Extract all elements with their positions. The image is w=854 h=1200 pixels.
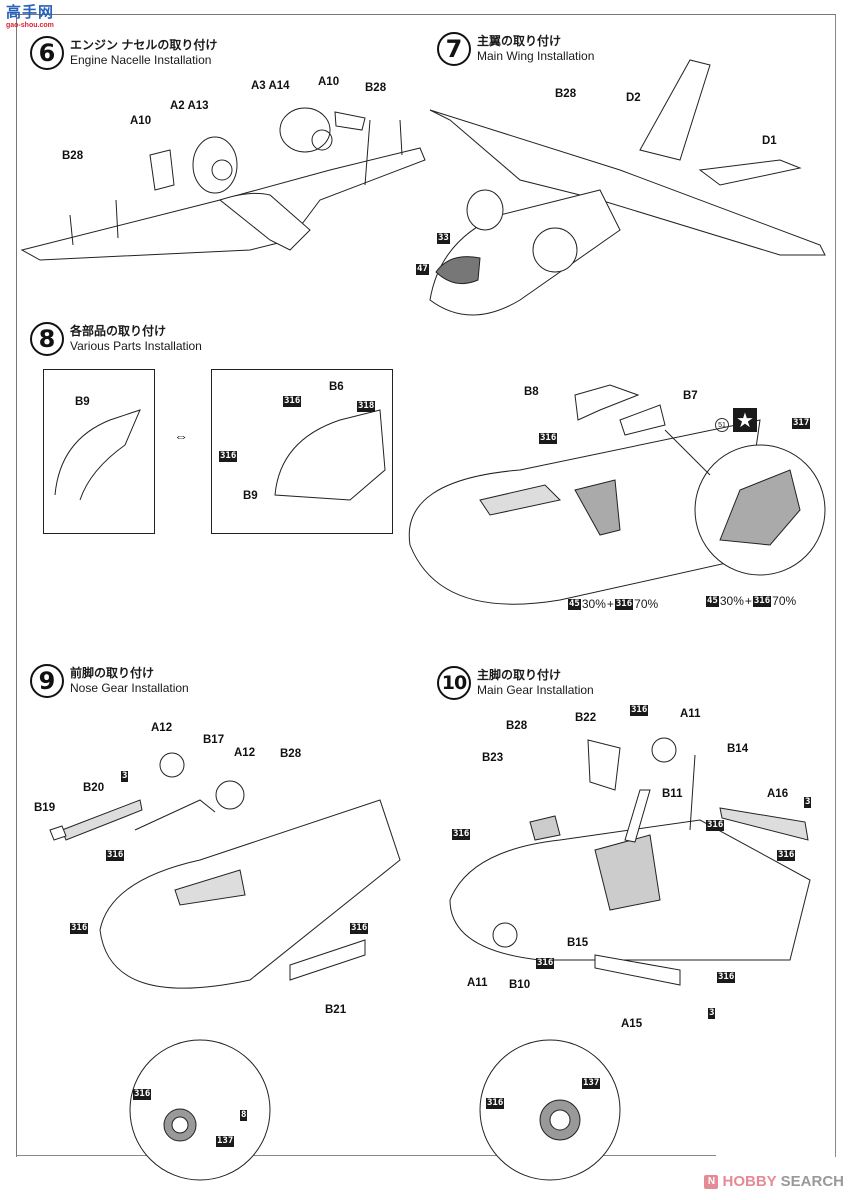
step-10-number: 10 [437, 666, 471, 700]
paint-code: 316 [283, 396, 302, 407]
part-label: A3 A14 [251, 80, 290, 92]
paint-code: 316 [777, 850, 796, 861]
step-8-number: 8 [30, 322, 64, 356]
step9-drawing [49, 752, 401, 1181]
step-9-header: 9 前脚の取り付け Nose Gear Installation [30, 664, 189, 698]
step10-drawing [449, 737, 811, 1181]
paint-code: 318 [357, 401, 376, 412]
step-7-number: 7 [437, 32, 471, 66]
part-label: B14 [727, 743, 749, 755]
paint-code: 316 [630, 705, 649, 716]
part-label: A16 [767, 788, 789, 800]
step8-drawing [54, 384, 826, 605]
step-6-number: 6 [30, 36, 64, 70]
paint-code: 316 [717, 972, 736, 983]
part-label: B28 [506, 720, 528, 732]
part-label: B19 [34, 802, 56, 814]
hobby-search-logo-icon: N [704, 1174, 719, 1189]
paint-mix: 45 30% + 316 70% [706, 594, 797, 608]
paint-code: 316 [350, 923, 369, 934]
part-label: B9 [243, 490, 258, 502]
paint-code: 316 [133, 1089, 152, 1100]
step-9-title-en: Nose Gear Installation [70, 681, 189, 695]
part-label: A2 A13 [170, 100, 209, 112]
step-9-number: 9 [30, 664, 64, 698]
part-label: B8 [524, 386, 539, 398]
part-label: B6 [329, 381, 344, 393]
part-label: B28 [555, 88, 577, 100]
step-10-header: 10 主脚の取り付け Main Gear Installation [437, 666, 594, 700]
logo-text: 高手网 [6, 4, 55, 21]
site-logo: 高手网 gao-shou.com [6, 4, 66, 34]
part-label: B17 [203, 734, 225, 746]
paint-code: 317 [792, 418, 811, 429]
part-label: B28 [365, 82, 387, 94]
part-label: D1 [762, 135, 777, 147]
step-10-title-jp: 主脚の取り付け [477, 668, 562, 682]
step-6-title-jp: エンジン ナセルの取り付け [70, 38, 218, 52]
part-label: B28 [280, 748, 302, 760]
part-label: A11 [467, 977, 488, 989]
star-icon: ★ [733, 408, 757, 432]
paint-code: 8 [240, 1110, 248, 1121]
part-label: B15 [567, 937, 589, 949]
step-10-title-en: Main Gear Installation [477, 683, 594, 697]
part-label: B20 [83, 782, 105, 794]
paint-code: 316 [452, 829, 471, 840]
paint-code: 316 [106, 850, 125, 861]
hobby-search-watermark: N HOBBY SEARCH [704, 1173, 844, 1190]
part-label: A12 [234, 747, 256, 759]
part-label: A10 [318, 76, 340, 88]
part-label: B11 [662, 788, 683, 800]
page-frame-bottom [16, 1155, 716, 1156]
part-label: B23 [482, 752, 504, 764]
part-label: A11 [680, 708, 701, 720]
step7-plane-drawing [429, 59, 826, 316]
paint-code: 3 [121, 771, 129, 782]
paint-code: 3 [708, 1008, 716, 1019]
step-7-title-en: Main Wing Installation [477, 49, 595, 63]
page-frame [16, 14, 836, 1157]
logo-url: gao-shou.com [6, 22, 54, 29]
part-label: B28 [62, 150, 84, 162]
step-6-header: 6 エンジン ナセルの取り付け Engine Nacelle Installat… [30, 36, 217, 70]
part-label: B10 [509, 979, 531, 991]
paint-code: 316 [219, 451, 238, 462]
paint-code: 33 [437, 233, 450, 244]
paint-code: 137 [582, 1078, 601, 1089]
paint-code: 137 [216, 1136, 235, 1147]
paint-mix: 45 30% + 316 70% [568, 597, 659, 611]
part-label: B7 [683, 390, 698, 402]
paint-code: 316 [486, 1098, 505, 1109]
paint-code: 3 [804, 797, 812, 808]
step-8-header: 8 各部品の取り付け Various Parts Installation [30, 322, 202, 356]
part-label: B9 [75, 396, 90, 408]
swap-arrow-icon: ⇔ [174, 428, 188, 444]
paint-code: 47 [416, 264, 429, 275]
part-label: A12 [151, 722, 173, 734]
part-label: D2 [626, 92, 641, 104]
paint-code: 316 [70, 923, 89, 934]
paint-code: 316 [539, 433, 558, 444]
before-box [43, 369, 155, 534]
step-7-header: 7 主翼の取り付け Main Wing Installation [437, 32, 594, 66]
step-6-title-en: Engine Nacelle Installation [70, 53, 212, 67]
part-label: A15 [621, 1018, 643, 1030]
step-8-title-en: Various Parts Installation [70, 339, 202, 353]
after-box [211, 369, 393, 534]
step-8-title-jp: 各部品の取り付け [70, 324, 167, 338]
color-number: 51 [715, 418, 729, 432]
step-7-title-jp: 主翼の取り付け [477, 34, 562, 48]
part-label: B21 [325, 1004, 347, 1016]
part-label: B22 [575, 712, 597, 724]
step-9-title-jp: 前脚の取り付け [70, 666, 155, 680]
part-label: A10 [130, 115, 152, 127]
paint-code: 316 [536, 958, 555, 969]
paint-code: 316 [706, 820, 725, 831]
step6-wing-drawing [20, 107, 426, 261]
